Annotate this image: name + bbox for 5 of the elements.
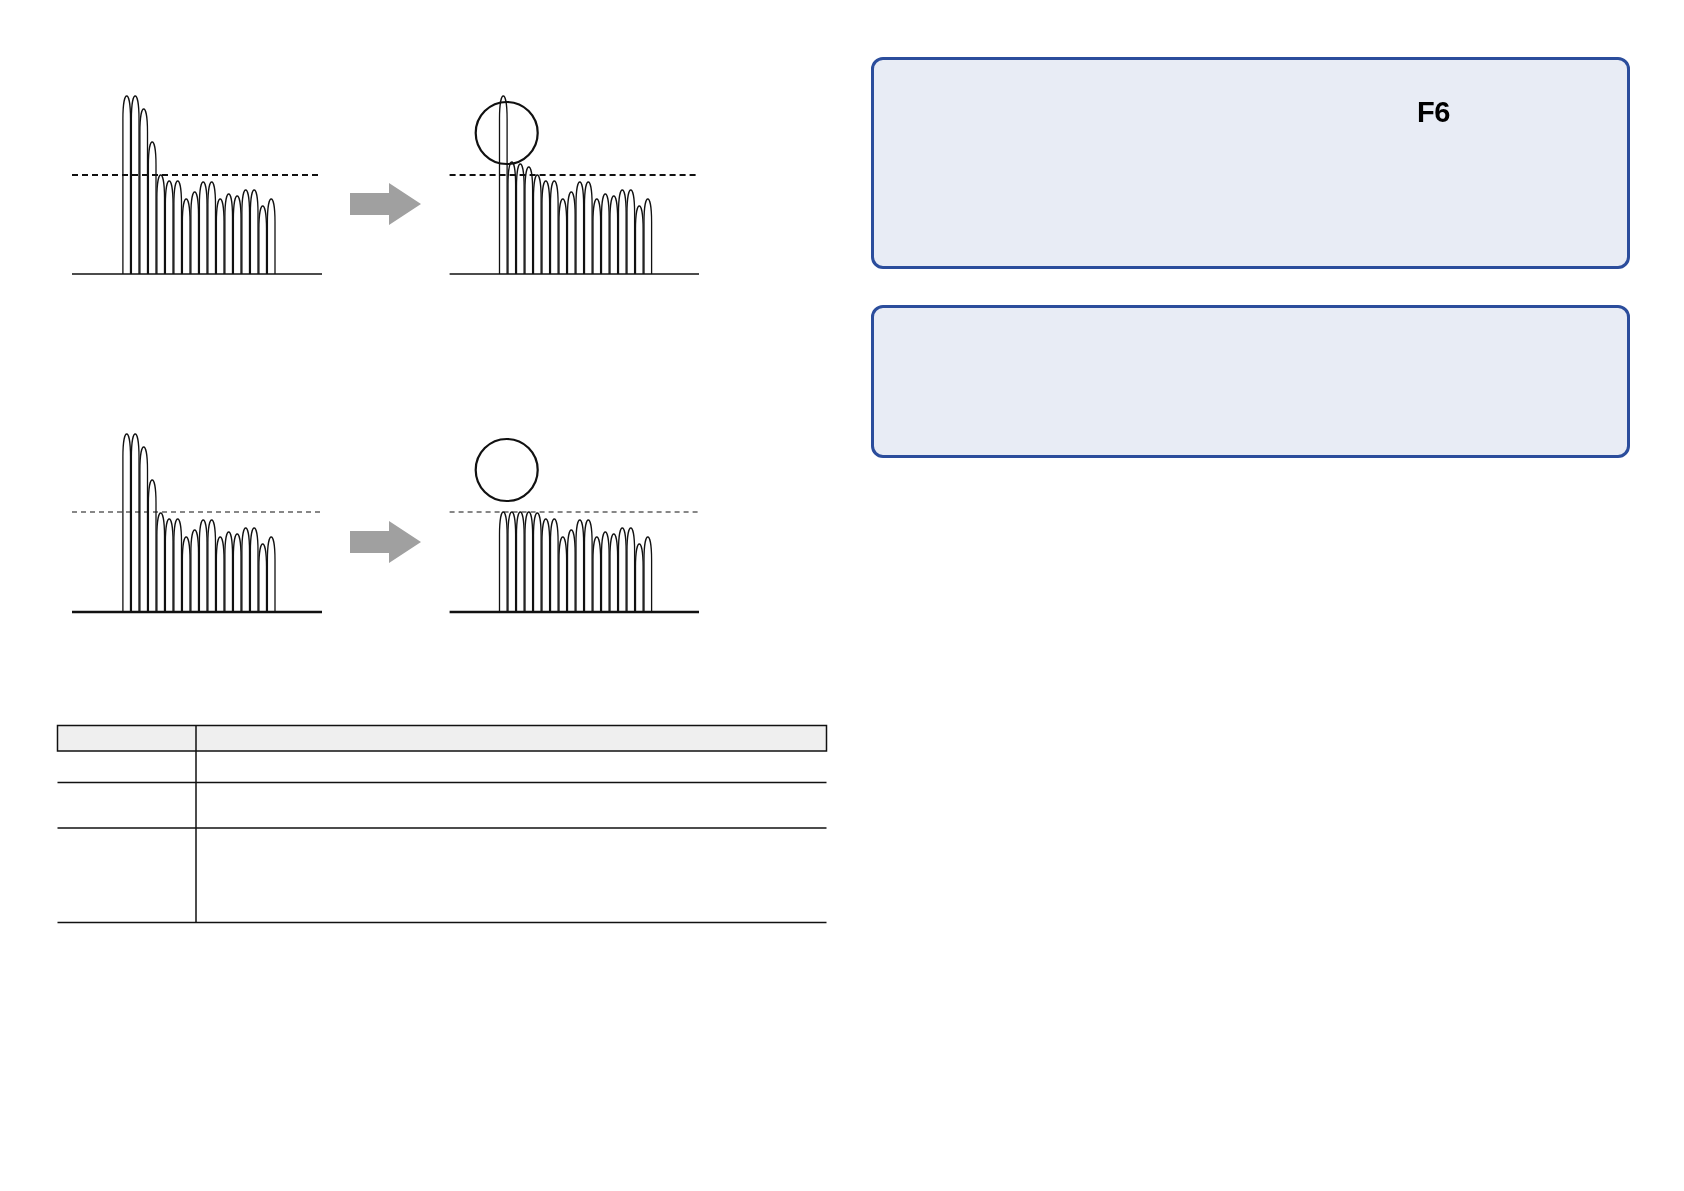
info-panel bbox=[871, 305, 1630, 458]
block-arrow bbox=[350, 521, 421, 563]
block-arrow bbox=[350, 183, 421, 225]
info-panel bbox=[871, 57, 1630, 269]
key-label: F6 bbox=[1417, 98, 1450, 127]
